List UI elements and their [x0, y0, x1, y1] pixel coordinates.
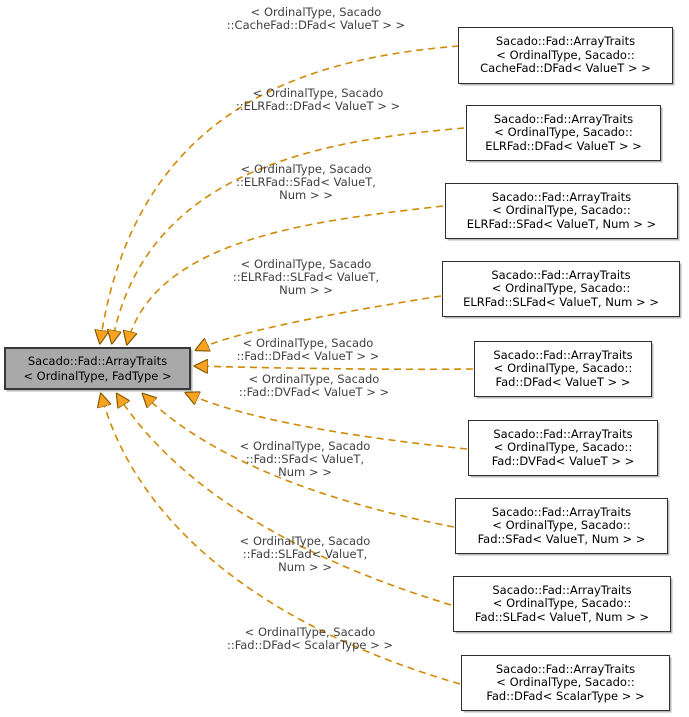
node-line: ELRFad::DFad< ValueT > >: [485, 138, 642, 153]
node-line: Sacado::Fad::ArrayTraits: [493, 111, 634, 126]
edge-label: < OrdinalType, Sacado ::Fad::DFad< Scala…: [227, 626, 393, 652]
node-line: < OrdinalType, Sacado::: [492, 518, 631, 533]
node-line: < OrdinalType, Sacado::: [493, 361, 633, 376]
node-line: CacheFad::DFad< ValueT > >: [480, 61, 651, 76]
node-line: Fad::SLFad< ValueT, Num > >: [474, 609, 650, 624]
node-line: < OrdinalType, Sacado::: [493, 440, 633, 455]
edge-label-line: < OrdinalType, Sacado: [239, 439, 371, 453]
node-line: Sacado::Fad::ArrayTraits: [27, 353, 168, 368]
node-line: Fad::DVFad< ValueT > >: [491, 453, 635, 468]
edge-label: < OrdinalType, Sacado ::Fad::DVFad< Valu…: [239, 373, 389, 399]
node-line: < OrdinalType, Sacado::: [496, 47, 635, 62]
node-arraytraits-fad-dvfad[interactable]: Sacado::Fad::ArrayTraits < OrdinalType, …: [468, 420, 658, 476]
edge-fad-sfad: [143, 394, 455, 528]
edge-label-line: < OrdinalType, Sacado: [248, 372, 380, 386]
node-arraytraits-fad-slfad[interactable]: Sacado::Fad::ArrayTraits < OrdinalType, …: [453, 576, 671, 632]
node-line: Fad::DFad< ScalarType > >: [486, 688, 645, 703]
node-arraytraits-fad-dfad-valuet[interactable]: Sacado::Fad::ArrayTraits < OrdinalType, …: [474, 341, 652, 397]
node-line: < OrdinalType, Sacado::: [491, 281, 631, 296]
edge-label-line: < OrdinalType, Sacado: [252, 86, 384, 100]
edge-cachefad-dfad: [100, 45, 460, 343]
node-line: < OrdinalType, FadType >: [23, 368, 172, 383]
edge-label: < OrdinalType, Sacado ::Fad::SFad< Value…: [240, 440, 371, 479]
edge-label-line: ::ELRFad::SLFad< ValueT,: [232, 270, 380, 284]
edge-label-line: ::Fad::DFad< ScalarType > >: [226, 638, 394, 652]
node-line: Sacado::Fad::ArrayTraits: [493, 426, 633, 441]
edge-label-line: Num > >: [279, 283, 333, 297]
edge-label-line: Num > >: [278, 560, 332, 574]
node-line: Sacado::Fad::ArrayTraits: [491, 189, 632, 204]
edge-label-line: ::Fad::SLFad< ValueT,: [242, 547, 368, 561]
node-line: < OrdinalType, Sacado::: [492, 596, 632, 611]
node-line: Sacado::Fad::ArrayTraits: [491, 504, 632, 519]
node-line: Sacado::Fad::ArrayTraits: [495, 661, 636, 676]
edge-elrfad-slfad: [196, 295, 442, 350]
edge-label-line: ::ELRFad::DFad< ValueT > >: [235, 99, 401, 113]
node-arraytraits-fad-dfad-scalartype[interactable]: Sacado::Fad::ArrayTraits < OrdinalType, …: [461, 655, 670, 711]
edge-fad-dvfad: [186, 393, 468, 450]
node-line: Sacado::Fad::ArrayTraits: [492, 582, 632, 597]
edge-fad-dfad-valuet: [195, 366, 474, 369]
node-line: Fad::DFad< ValueT > >: [495, 374, 631, 389]
node-arraytraits-fad-sfad[interactable]: Sacado::Fad::ArrayTraits < OrdinalType, …: [455, 498, 668, 554]
node-arraytraits-elrfad-dfad[interactable]: Sacado::Fad::ArrayTraits < OrdinalType, …: [466, 105, 661, 161]
node-line: ELRFad::SLFad< ValueT, Num > >: [463, 294, 659, 309]
edge-label-line: < OrdinalType, Sacado: [250, 5, 382, 19]
node-line: < OrdinalType, Sacado::: [492, 203, 631, 218]
edge-label-line: ::Fad::SFad< ValueT,: [245, 452, 365, 466]
edge-label-line: < OrdinalType, Sacado: [242, 336, 374, 350]
node-line: Fad::SFad< ValueT, Num > >: [477, 531, 646, 546]
edge-elrfad-sfad: [127, 205, 444, 344]
node-arraytraits-main: Sacado::Fad::ArrayTraits < OrdinalType, …: [4, 347, 191, 390]
edge-label: < OrdinalType, Sacado ::Fad::SLFad< Valu…: [240, 535, 371, 574]
edge-fad-dfad-scalartype: [101, 394, 461, 685]
node-line: Sacado::Fad::ArrayTraits: [491, 267, 631, 282]
edge-label: < OrdinalType, Sacado ::Fad::DFad< Value…: [237, 337, 380, 363]
edge-elrfad-dfad: [112, 127, 465, 343]
edge-label-line: ::Fad::DVFad< ValueT > >: [238, 385, 390, 399]
edge-label-line: ::ELRFad::SFad< ValueT,: [236, 175, 376, 189]
edge-label: < OrdinalType, Sacado ::ELRFad::SLFad< V…: [233, 258, 379, 297]
edge-label-line: ::CacheFad::DFad< ValueT > >: [226, 18, 406, 32]
edge-label-line: < OrdinalType, Sacado: [244, 625, 376, 639]
node-arraytraits-cachefad-dfad[interactable]: Sacado::Fad::ArrayTraits < OrdinalType, …: [458, 27, 673, 84]
node-line: < OrdinalType, Sacado::: [496, 675, 635, 690]
node-arraytraits-elrfad-slfad[interactable]: Sacado::Fad::ArrayTraits < OrdinalType, …: [442, 261, 680, 317]
edge-label: < OrdinalType, Sacado ::CacheFad::DFad< …: [227, 6, 405, 32]
edge-label-line: < OrdinalType, Sacado: [239, 534, 371, 548]
edge-label-line: < OrdinalType, Sacado: [240, 162, 372, 176]
edge-label-line: Num > >: [279, 188, 333, 202]
node-line: < OrdinalType, Sacado::: [494, 125, 633, 140]
edge-label: < OrdinalType, Sacado ::ELRFad::DFad< Va…: [236, 87, 400, 113]
node-line: Sacado::Fad::ArrayTraits: [493, 347, 633, 362]
edge-fad-slfad: [117, 394, 452, 606]
node-line: ELRFad::SFad< ValueT, Num > >: [466, 216, 657, 231]
node-arraytraits-elrfad-sfad[interactable]: Sacado::Fad::ArrayTraits < OrdinalType, …: [445, 183, 678, 239]
node-line: Sacado::Fad::ArrayTraits: [495, 34, 636, 49]
edge-label: < OrdinalType, Sacado ::ELRFad::SFad< Va…: [236, 163, 376, 202]
edge-label-line: Num > >: [278, 465, 332, 479]
edge-label-line: ::Fad::DFad< ValueT > >: [236, 349, 380, 363]
edge-label-line: < OrdinalType, Sacado: [240, 257, 372, 271]
